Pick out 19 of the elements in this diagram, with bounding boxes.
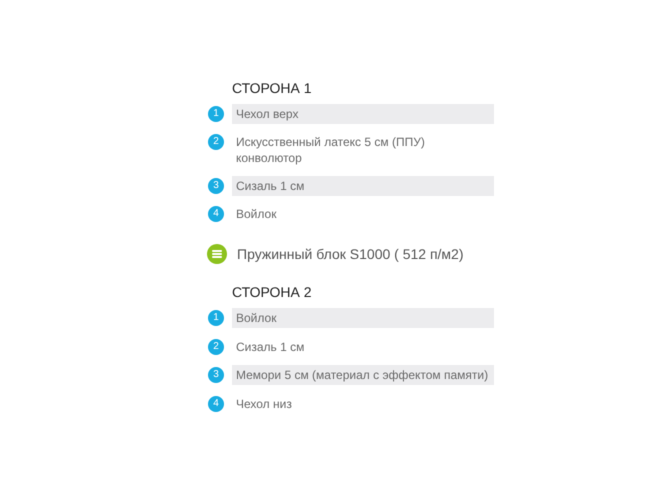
callout-number: 4: [208, 396, 224, 412]
callout-number: 3: [208, 178, 224, 194]
callout-number: 2: [208, 134, 224, 150]
list-item-text: Пружинный блок S1000 ( 512 п/м2): [237, 245, 464, 263]
shaded-list-row: Чехол верх: [232, 104, 494, 124]
callout-number: 1: [208, 310, 224, 326]
list-item-text: Чехол низ: [236, 396, 292, 412]
list-item-text: Искусственный латекс 5 см (ППУ) конволютор: [236, 134, 426, 166]
callout-number: 3: [208, 367, 224, 383]
callout-number: 2: [208, 339, 224, 355]
section-heading: СТОРОНА 1: [232, 79, 312, 97]
list-item-text: Войлок: [236, 206, 276, 222]
section-heading: СТОРОНА 2: [232, 283, 312, 301]
callout-number: 1: [208, 106, 224, 122]
shaded-list-row: Войлок: [232, 308, 494, 328]
callout-number: 4: [208, 206, 224, 222]
shaded-list-row: Мемори 5 см (материал с эффектом памяти): [232, 365, 494, 385]
list-item-text: Сизаль 1 см: [236, 339, 304, 355]
shaded-list-row: Сизаль 1 см: [232, 176, 494, 196]
